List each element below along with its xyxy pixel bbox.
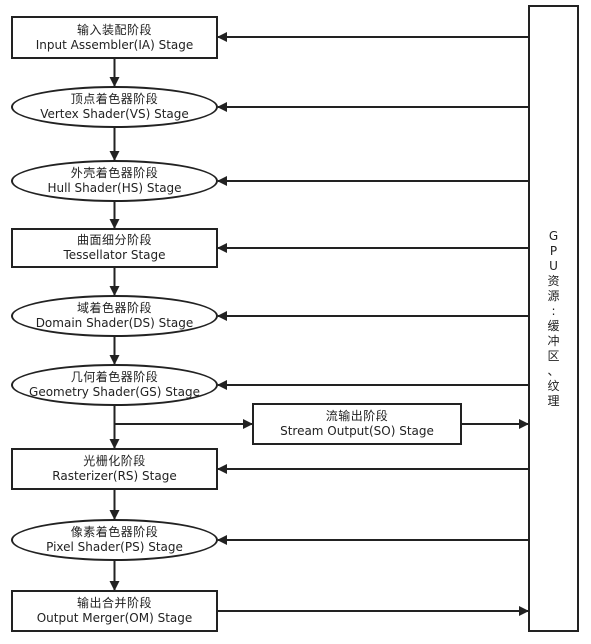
stage-gs-title-en: Geometry Shader(GS) Stage <box>29 385 200 399</box>
stage-so-title-en: Stream Output(SO) Stage <box>280 424 434 438</box>
stage-rs-title-zh: 光栅化阶段 <box>83 454 146 468</box>
stage-so-title-zh: 流输出阶段 <box>325 409 389 423</box>
stage-gs-title-zh: 几何着色器阶段 <box>70 370 159 384</box>
connectors <box>109 32 529 616</box>
stage-ia-title-en: Input Assembler(IA) Stage <box>35 37 194 52</box>
stage-ps-title-zh: 像素着色器阶段 <box>70 525 159 539</box>
gpu-label-char: 区 <box>547 349 560 363</box>
gpu-label-char: 冲 <box>547 334 560 348</box>
stage-hs-title-zh: 外壳着色器阶段 <box>70 166 159 180</box>
stage-om-title-en: Output Merger(OM) Stage <box>36 611 193 625</box>
gpu-label-char: 、 <box>547 364 560 378</box>
stage-ps-title-en: Pixel Shader(PS) Stage <box>46 540 183 554</box>
stage-hs-title-en: Hull Shader(HS) Stage <box>47 181 182 195</box>
gpu-label-char: 资 <box>547 274 560 288</box>
gpu-label-char: P <box>549 244 558 258</box>
stage-vs-title-en: Vertex Shader(VS) Stage <box>40 107 189 121</box>
stage-om-title-zh: 输出合并阶段 <box>76 596 152 610</box>
gpu-label-char: 理 <box>547 394 560 408</box>
stage-ds-title-en: Domain Shader(DS) Stage <box>35 316 194 330</box>
gpu-label-char: U <box>549 259 558 273</box>
stage-ia-title-zh: 输入装配阶段 <box>76 22 152 37</box>
gpu-label-char: G <box>548 229 559 243</box>
stage-ts-title-en: Tessellator Stage <box>63 248 166 262</box>
gpu-label-char: 源 <box>547 289 560 303</box>
stage-ts-title-zh: 曲面细分阶段 <box>76 233 152 247</box>
gpu-label-char: : <box>551 304 556 318</box>
stage-ds-title-zh: 域着色器阶段 <box>76 301 152 315</box>
gpu-label-char: 缓 <box>547 319 560 333</box>
gpu-label-char: 纹 <box>547 379 560 393</box>
stage-rs-title-en: Rasterizer(RS) Stage <box>52 469 177 483</box>
stage-vs-title-zh: 顶点着色器阶段 <box>70 92 159 106</box>
